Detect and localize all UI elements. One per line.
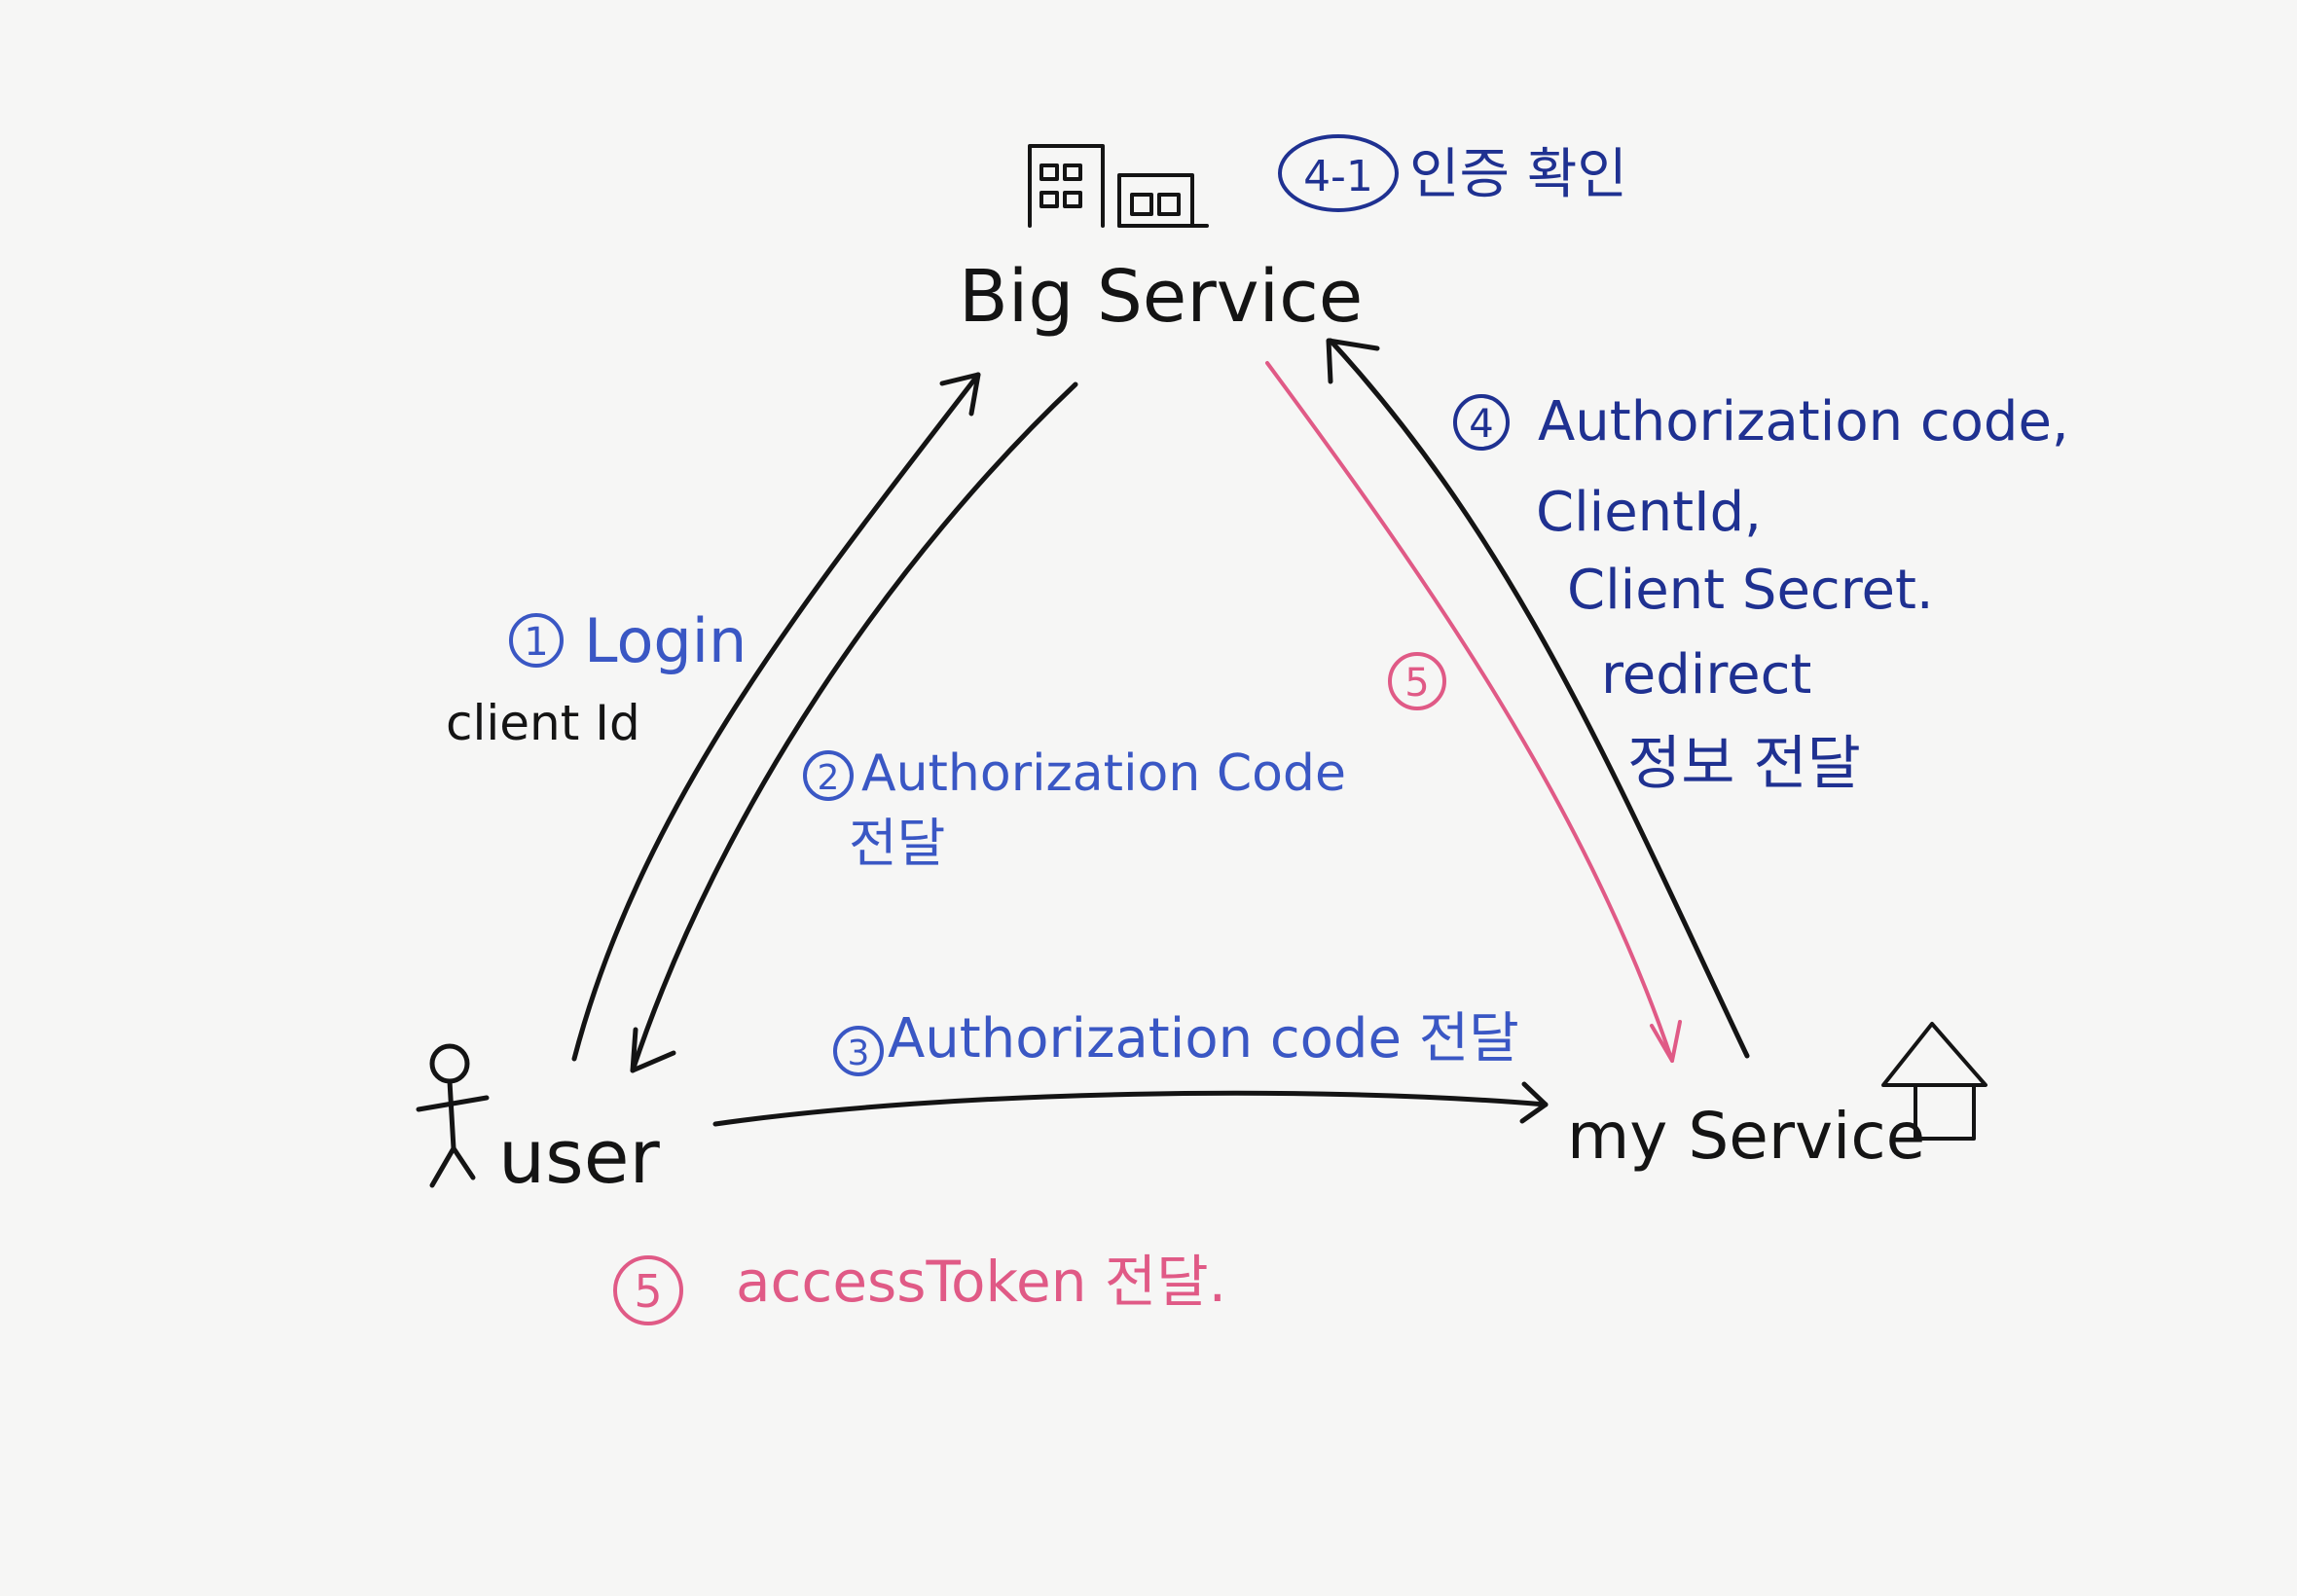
step-3-label: Authorization code 전달	[888, 1007, 1519, 1070]
step-1-circle	[509, 613, 564, 668]
step-2-number: 2	[818, 758, 840, 798]
step-4-line-4: redirect	[1601, 643, 1811, 707]
step-5-arrow-circle	[1388, 652, 1446, 710]
arrow-user-to-big-service	[571, 372, 981, 1062]
house-icon	[1881, 1022, 1987, 1141]
arrow-user-to-my-service	[712, 1081, 1549, 1127]
step-4-number: 4	[1469, 402, 1493, 447]
building-icon	[1028, 144, 1209, 228]
step-3-circle	[833, 1026, 884, 1076]
step-5-bottom-number: 5	[634, 1265, 662, 1318]
big-service-label: Big Service	[959, 255, 1363, 339]
my-service-label: my Service	[1567, 1099, 1925, 1174]
step-2: 2 Authorization Code 전달	[803, 744, 1346, 874]
step-4-1-label: 인증 확인	[1409, 143, 1627, 206]
step-5-arrow-number: 5	[1404, 661, 1429, 706]
step-4-1: 4-1 인증 확인	[1278, 134, 1627, 212]
step-4: 4 Authorization code, ClientId, Client S…	[1453, 390, 2069, 798]
step-4-1-number: 4-1	[1303, 152, 1373, 201]
step-2-line2: 전달	[849, 813, 945, 874]
step-1: 1 Login client Id	[446, 605, 747, 751]
step-4-line-2: ClientId,	[1536, 481, 1762, 544]
arrow-big-service-to-user	[630, 381, 1078, 1073]
step-1-number: 1	[524, 620, 548, 665]
step-4-circle	[1453, 394, 1510, 451]
step-2-line1: Authorization Code	[861, 744, 1346, 803]
step-1-label: Login	[584, 605, 747, 676]
step-5-bottom-circle	[613, 1255, 683, 1325]
step-5-arrow-label: 5	[1388, 652, 1446, 710]
step-1-sub: client Id	[446, 695, 640, 751]
step-4-line-3: Client Secret.	[1567, 559, 1934, 622]
step-4-line-1: Authorization code,	[1538, 390, 2069, 453]
user-label: user	[498, 1113, 661, 1200]
step-3-number: 3	[848, 1034, 870, 1073]
step-4-line-5: 정보 전달	[1627, 730, 1861, 798]
step-3: 3 Authorization code 전달	[833, 1007, 1519, 1076]
step-5-bottom-label: accessToken 전달.	[736, 1249, 1226, 1315]
arrow-big-service-to-my-service	[1265, 361, 1682, 1063]
stick-figure-icon	[416, 1043, 490, 1188]
step-5-bottom: 5 accessToken 전달.	[613, 1249, 1226, 1325]
arrow-my-service-to-big-service	[1326, 338, 1750, 1059]
step-2-circle	[803, 750, 854, 801]
step-4-1-circle	[1278, 134, 1399, 212]
